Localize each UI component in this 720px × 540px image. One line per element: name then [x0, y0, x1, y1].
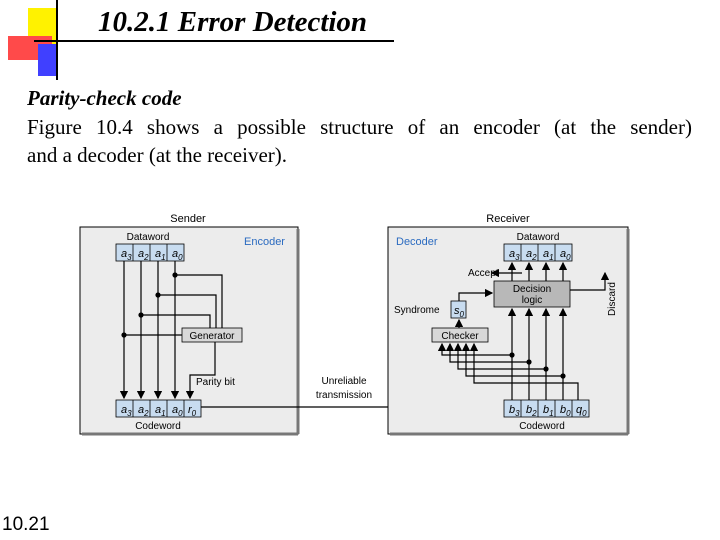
generator-label: Generator — [189, 331, 235, 342]
sender-dataword-bit-0: a0 — [172, 248, 183, 262]
receiver-dataword-bit-0: a0 — [560, 248, 571, 262]
title-underline — [34, 40, 394, 42]
body-text-line1: Figure 10.4 shows a possible structure o… — [27, 115, 692, 139]
sender-dataword: a3 a2 a1 a0 — [115, 243, 185, 262]
discard-label: Discard — [607, 282, 618, 316]
receiver-dataword-bit-1: a1 — [543, 248, 554, 262]
sender-codeword-parity: r0 — [188, 404, 197, 418]
generator-box — [181, 327, 243, 343]
checker-box — [431, 327, 489, 343]
receiver-label: Receiver — [486, 213, 530, 225]
receiver-dataword-bit-2: a2 — [526, 248, 537, 262]
sender-codeword: a3 a2 a1 a0 r0 — [115, 399, 202, 418]
sender-codeword-bit-0: a0 — [172, 404, 183, 418]
receiver-codeword-bit-0: b0 — [560, 404, 571, 418]
body-text-line2: and a decoder (at the receiver). — [27, 143, 287, 167]
decision-logic-box — [493, 280, 571, 308]
sender-codeword-bit-2: a2 — [138, 404, 149, 418]
parity-bit-label: Parity bit — [196, 377, 235, 388]
decor-blue-bar — [38, 44, 56, 76]
receiver-codeword-parity: q0 — [576, 404, 587, 418]
syndrome-label: Syndrome — [394, 305, 440, 316]
receiver-dataword-bit-3: a3 — [509, 248, 520, 262]
encoder-label: Encoder — [244, 236, 285, 248]
receiver-codeword-label: Codeword — [519, 421, 565, 432]
sender-dataword-bit-3: a3 — [121, 248, 132, 262]
receiver-panel — [387, 226, 629, 435]
checker-label: Checker — [441, 331, 479, 342]
sender-codeword-label: Codeword — [135, 421, 181, 432]
svg-text:s0: s0 — [454, 305, 465, 319]
decision-to-dataword-lines — [507, 261, 568, 281]
sender-data-lines — [119, 261, 223, 400]
accept-label: Accept — [468, 268, 499, 279]
sender-dataword-bit-2: a2 — [138, 248, 149, 262]
receiver-codeword-bit-3: b3 — [509, 404, 520, 418]
logic-label: logic — [522, 295, 543, 306]
sender-codeword-bit-3: a3 — [121, 404, 132, 418]
receiver-dataword-label: Dataword — [517, 232, 560, 243]
sender-dataword-bit-1: a1 — [155, 248, 166, 262]
sender-label: Sender — [170, 213, 206, 225]
receiver-codeword: b3 b2 b1 b0 q0 — [503, 399, 590, 418]
unreliable-label: Unreliable — [321, 376, 366, 387]
parity-check-figure: Sender Receiver Encoder Dataword a3 a2 a… — [79, 213, 630, 436]
decoder-label: Decoder — [396, 236, 438, 248]
receiver-dataword: a3 a2 a1 a0 — [503, 243, 573, 262]
slide-title: 10.2.1 Error Detection — [98, 6, 368, 38]
receiver-codeword-bit-2: b2 — [526, 404, 537, 418]
receiver-codeword-bit-1: b1 — [543, 404, 554, 418]
subheading: Parity-check code — [27, 86, 182, 110]
sender-dataword-label: Dataword — [127, 232, 170, 243]
sender-codeword-bit-1: a1 — [155, 404, 166, 418]
decision-label: Decision — [513, 284, 551, 295]
transmission-label: transmission — [316, 390, 372, 401]
syndrome-box: s0 — [450, 300, 467, 319]
page-number: 10.21 — [2, 514, 50, 535]
